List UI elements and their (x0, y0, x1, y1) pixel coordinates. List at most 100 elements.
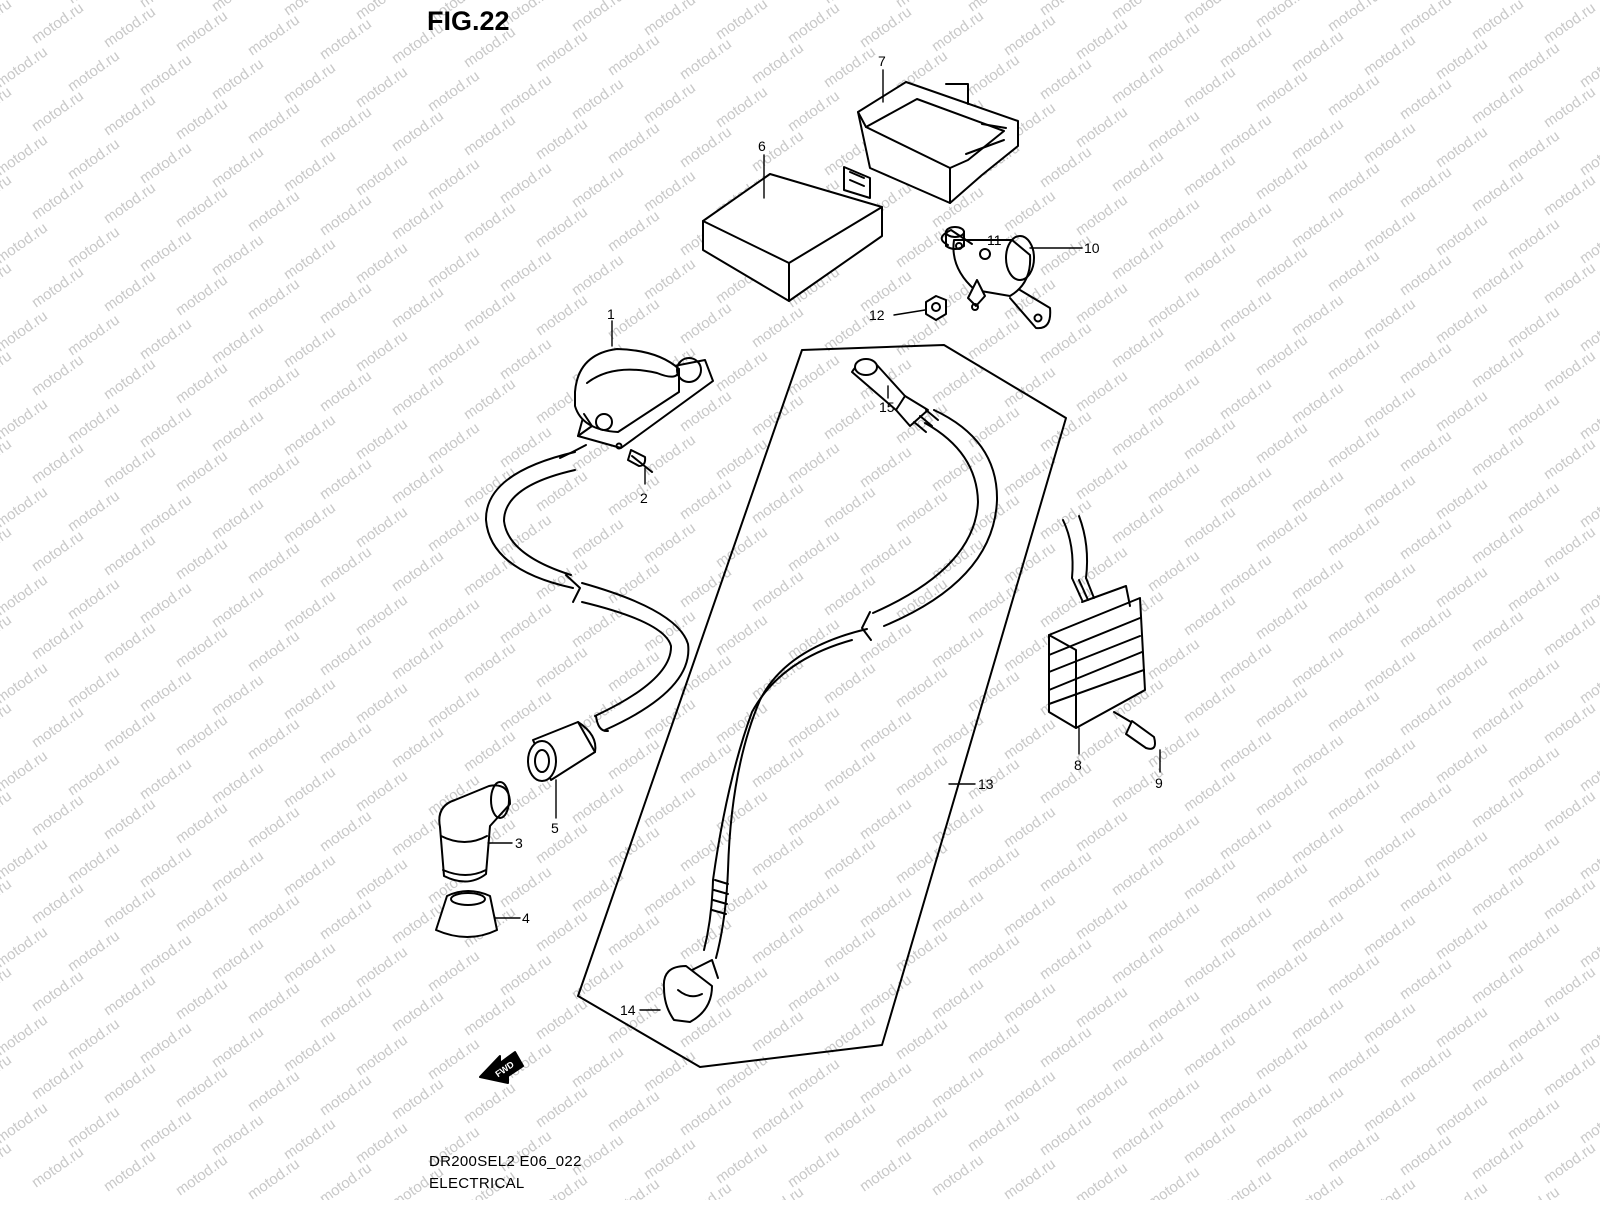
watermark-text: motod.ru (0, 307, 51, 355)
watermark-text: motod.ru (893, 311, 951, 359)
watermark-text: motod.ru (1145, 811, 1203, 859)
watermark-text: motod.ru (1541, 171, 1599, 219)
watermark-text: motod.ru (857, 795, 915, 843)
watermark-text: motod.ru (1505, 1095, 1563, 1143)
watermark-text: motod.ru (1433, 915, 1491, 963)
watermark-text: motod.ru (965, 843, 1023, 891)
watermark-text: motod.ru (1109, 59, 1167, 107)
watermark-text: motod.ru (1505, 39, 1563, 87)
watermark-text: motod.ru (425, 419, 483, 467)
watermark-text: motod.ru (1181, 1119, 1239, 1167)
watermark-text: motod.ru (857, 443, 915, 491)
watermark-text: motod.ru (533, 819, 591, 867)
watermark-text: motod.ru (1433, 35, 1491, 83)
watermark-text: motod.ru (1289, 1171, 1347, 1200)
watermark-text: motod.ru (1073, 1071, 1131, 1119)
watermark-text: motod.ru (857, 619, 915, 667)
watermark-text: motod.ru (389, 987, 447, 1035)
watermark-text: motod.ru (749, 303, 807, 351)
watermark-text: motod.ru (1001, 539, 1059, 587)
watermark-text: motod.ru (1037, 759, 1095, 807)
watermark-text: motod.ru (641, 519, 699, 567)
watermark-text: motod.ru (533, 291, 591, 339)
watermark-text: motod.ru (1253, 155, 1311, 203)
watermark-text: motod.ru (785, 1055, 843, 1103)
watermark-text: motod.ru (245, 363, 303, 411)
watermark-text: motod.ru (0, 83, 15, 131)
relay-bolt-drawing (945, 226, 965, 250)
watermark-text: motod.ru (1145, 459, 1203, 507)
watermark-text: motod.ru (101, 531, 159, 579)
watermark-text: motod.ru (1505, 303, 1563, 351)
watermark-text: motod.ru (677, 651, 735, 699)
watermark-text: motod.ru (497, 863, 555, 911)
watermark-text: motod.ru (29, 0, 87, 47)
watermark-text: motod.ru (1037, 407, 1095, 455)
watermark-text: motod.ru (605, 911, 663, 959)
watermark-text: motod.ru (1541, 1139, 1599, 1187)
watermark-text: motod.ru (713, 435, 771, 483)
watermark-text: motod.ru (1289, 115, 1347, 163)
callout-12: 12 (869, 307, 885, 323)
watermark-text: motod.ru (785, 87, 843, 135)
watermark-text: motod.ru (317, 719, 375, 767)
callout-7: 7 (878, 53, 886, 69)
watermark-text: motod.ru (1145, 547, 1203, 595)
watermark-text: motod.ru (317, 279, 375, 327)
watermark-text: motod.ru (137, 51, 195, 99)
watermark-text: motod.ru (1325, 71, 1383, 119)
watermark-text: motod.ru (1145, 283, 1203, 331)
figure-title: FIG.22 (427, 6, 510, 36)
watermark-text: motod.ru (1361, 1087, 1419, 1135)
watermark-text: motod.ru (533, 1083, 591, 1131)
watermark-text: motod.ru (857, 531, 915, 579)
watermark-text: motod.ru (281, 59, 339, 107)
watermark-text: motod.ru (929, 623, 987, 671)
watermark-text: motod.ru (317, 103, 375, 151)
callout-8: 8 (1074, 757, 1082, 773)
watermark-text: motod.ru (1361, 1175, 1419, 1200)
watermark-text: motod.ru (281, 1115, 339, 1163)
watermark-text: motod.ru (65, 1103, 123, 1151)
watermark-text: motod.ru (0, 435, 15, 483)
watermark-text: motod.ru (389, 1075, 447, 1123)
watermark-text: motod.ru (1037, 847, 1095, 895)
watermark-text: motod.ru (0, 131, 51, 179)
watermark-text: motod.ru (1073, 191, 1131, 239)
watermark-text: motod.ru (209, 231, 267, 279)
watermark-text: motod.ru (137, 139, 195, 187)
watermark-text: motod.ru (0, 347, 15, 395)
watermark-text: motod.ru (137, 491, 195, 539)
starter-relay-drawing (940, 229, 1052, 330)
watermark-text: motod.ru (281, 323, 339, 371)
watermark-text: motod.ru (713, 963, 771, 1011)
watermark-text: motod.ru (353, 415, 411, 463)
watermark-text: motod.ru (1253, 1035, 1311, 1083)
watermark-text: motod.ru (821, 835, 879, 883)
watermark-text: motod.ru (497, 423, 555, 471)
watermark-text: motod.ru (1109, 851, 1167, 899)
watermark-text: motod.ru (245, 11, 303, 59)
watermark-text: motod.ru (569, 163, 627, 211)
watermark-text: motod.ru (713, 1139, 771, 1187)
watermark-text: motod.ru (425, 683, 483, 731)
watermark-text: motod.ru (1001, 715, 1059, 763)
watermark-text: motod.ru (461, 375, 519, 423)
watermark-text: motod.ru (101, 179, 159, 227)
watermark-text: motod.ru (245, 803, 303, 851)
watermark-text: motod.ru (821, 747, 879, 795)
watermark-text: motod.ru (389, 547, 447, 595)
watermark-text: motod.ru (1001, 803, 1059, 851)
watermark-text: motod.ru (1541, 787, 1599, 835)
regulator-rectifier-drawing (1048, 515, 1146, 729)
watermark-text: motod.ru (425, 507, 483, 555)
watermark-text: motod.ru (497, 335, 555, 383)
watermark-text: motod.ru (461, 991, 519, 1039)
watermark-text: motod.ru (245, 539, 303, 587)
watermark-text: motod.ru (0, 395, 51, 443)
watermark-text: motod.ru (1253, 771, 1311, 819)
watermark-text: motod.ru (929, 887, 987, 935)
watermark-text: motod.ru (1433, 827, 1491, 875)
watermark-text: motod.ru (0, 0, 15, 43)
watermark-text: motod.ru (245, 891, 303, 939)
